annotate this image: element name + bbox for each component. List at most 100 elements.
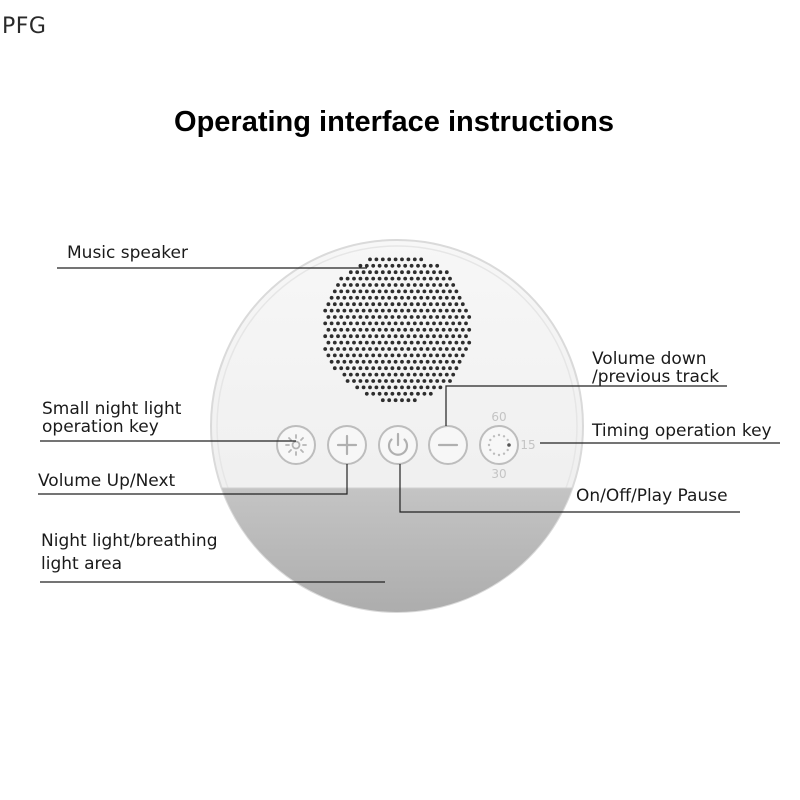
volume-up-button[interactable]: [327, 425, 367, 465]
speaker-hole: [432, 295, 436, 300]
speaker-hole: [464, 347, 468, 351]
speaker-hole: [448, 327, 452, 332]
label-timing-operation-key: Timing operation key: [592, 421, 772, 441]
power-button[interactable]: [378, 425, 418, 465]
speaker-hole: [352, 276, 356, 281]
speaker-hole: [384, 366, 388, 371]
speaker-hole: [396, 340, 401, 345]
speaker-hole: [374, 321, 379, 326]
speaker-hole: [323, 321, 328, 326]
leader-on-off: [399, 464, 740, 513]
speaker-hole: [323, 334, 328, 339]
speaker-hole: [390, 366, 395, 371]
speaker-hole: [355, 283, 360, 287]
speaker-hole: [412, 257, 417, 262]
speaker-hole: [396, 276, 401, 281]
speaker-hole: [422, 327, 427, 332]
speaker-hole: [387, 347, 392, 351]
speaker-hole: [448, 302, 452, 307]
speaker-hole: [393, 347, 398, 351]
speaker-hole: [361, 295, 366, 300]
speaker-hole: [416, 276, 420, 281]
speaker-hole: [435, 276, 440, 281]
speaker-hole: [348, 359, 353, 364]
speaker-hole: [396, 353, 401, 358]
speaker-hole: [457, 347, 462, 351]
speaker-hole: [361, 385, 366, 390]
speaker-hole: [432, 321, 436, 326]
speaker-hole: [441, 379, 446, 383]
speaker-hole: [435, 263, 440, 268]
speaker-hole: [342, 334, 347, 339]
speaker-hole: [444, 283, 449, 287]
speaker-hole: [361, 347, 366, 351]
speaker-hole: [448, 366, 452, 371]
speaker-hole: [371, 340, 376, 345]
speaker-hole: [428, 327, 433, 332]
speaker-hole: [377, 276, 382, 281]
timer-mark-30: 30: [491, 467, 506, 481]
speaker-hole: [432, 372, 436, 377]
speaker-hole: [441, 353, 446, 358]
speaker-hole: [387, 283, 392, 287]
speaker-hole: [348, 283, 353, 287]
speaker-hole: [387, 270, 392, 275]
speaker-hole: [454, 340, 459, 345]
speaker-hole: [371, 353, 376, 358]
speaker-hole: [355, 308, 360, 313]
speaker-hole: [451, 321, 456, 326]
speaker-hole: [390, 263, 395, 268]
speaker-hole: [358, 366, 363, 371]
speaker-hole: [403, 315, 408, 319]
speaker-hole: [368, 385, 372, 390]
speaker-hole: [444, 270, 449, 275]
speaker-hole: [406, 372, 411, 377]
speaker-hole: [371, 379, 376, 383]
speaker-hole: [371, 327, 376, 332]
speaker-hole: [412, 359, 417, 364]
speaker-hole: [457, 295, 462, 300]
speaker-hole: [412, 308, 417, 313]
speaker-hole: [364, 263, 369, 268]
speaker-hole: [368, 334, 372, 339]
speaker-hole: [425, 308, 430, 313]
label-on-off-play-pause: On/Off/Play Pause: [576, 486, 728, 506]
speaker-hole: [451, 334, 456, 339]
speaker-hole: [467, 315, 472, 319]
timer-button[interactable]: 60 15 30: [479, 410, 536, 481]
speaker-hole: [419, 283, 424, 287]
speaker-hole: [444, 334, 449, 339]
speaker-hole: [432, 347, 436, 351]
volume-down-button[interactable]: [428, 425, 468, 465]
speaker-hole: [380, 359, 385, 364]
speaker-hole: [419, 321, 424, 326]
speaker-hole: [396, 379, 401, 383]
speaker-hole: [361, 359, 366, 364]
speaker-hole: [393, 334, 398, 339]
speaker-hole: [425, 359, 430, 364]
small-night-light-button[interactable]: [276, 425, 316, 465]
speaker-hole: [332, 353, 337, 358]
speaker-hole: [409, 366, 414, 371]
speaker-hole: [380, 385, 385, 390]
speaker-hole: [422, 289, 427, 294]
speaker-hole: [412, 321, 417, 326]
speaker-hole: [393, 295, 398, 300]
speaker-hole: [368, 321, 372, 326]
speaker-hole: [435, 315, 440, 319]
speaker-hole: [441, 366, 446, 371]
speaker-hole: [345, 379, 350, 383]
speaker-hole: [361, 321, 366, 326]
speaker-hole: [393, 257, 398, 262]
speaker-hole: [384, 302, 388, 307]
speaker-hole: [387, 398, 392, 403]
speaker-hole: [412, 334, 417, 339]
speaker-hole: [422, 302, 427, 307]
speaker-hole: [425, 372, 430, 377]
speaker-hole: [368, 347, 372, 351]
timer-dial-dot: [489, 448, 492, 452]
speaker-hole: [358, 340, 363, 345]
label-night-light-area-line1: Night light/breathing: [41, 531, 218, 551]
speaker-hole: [348, 308, 353, 313]
speaker-hole: [396, 263, 401, 268]
